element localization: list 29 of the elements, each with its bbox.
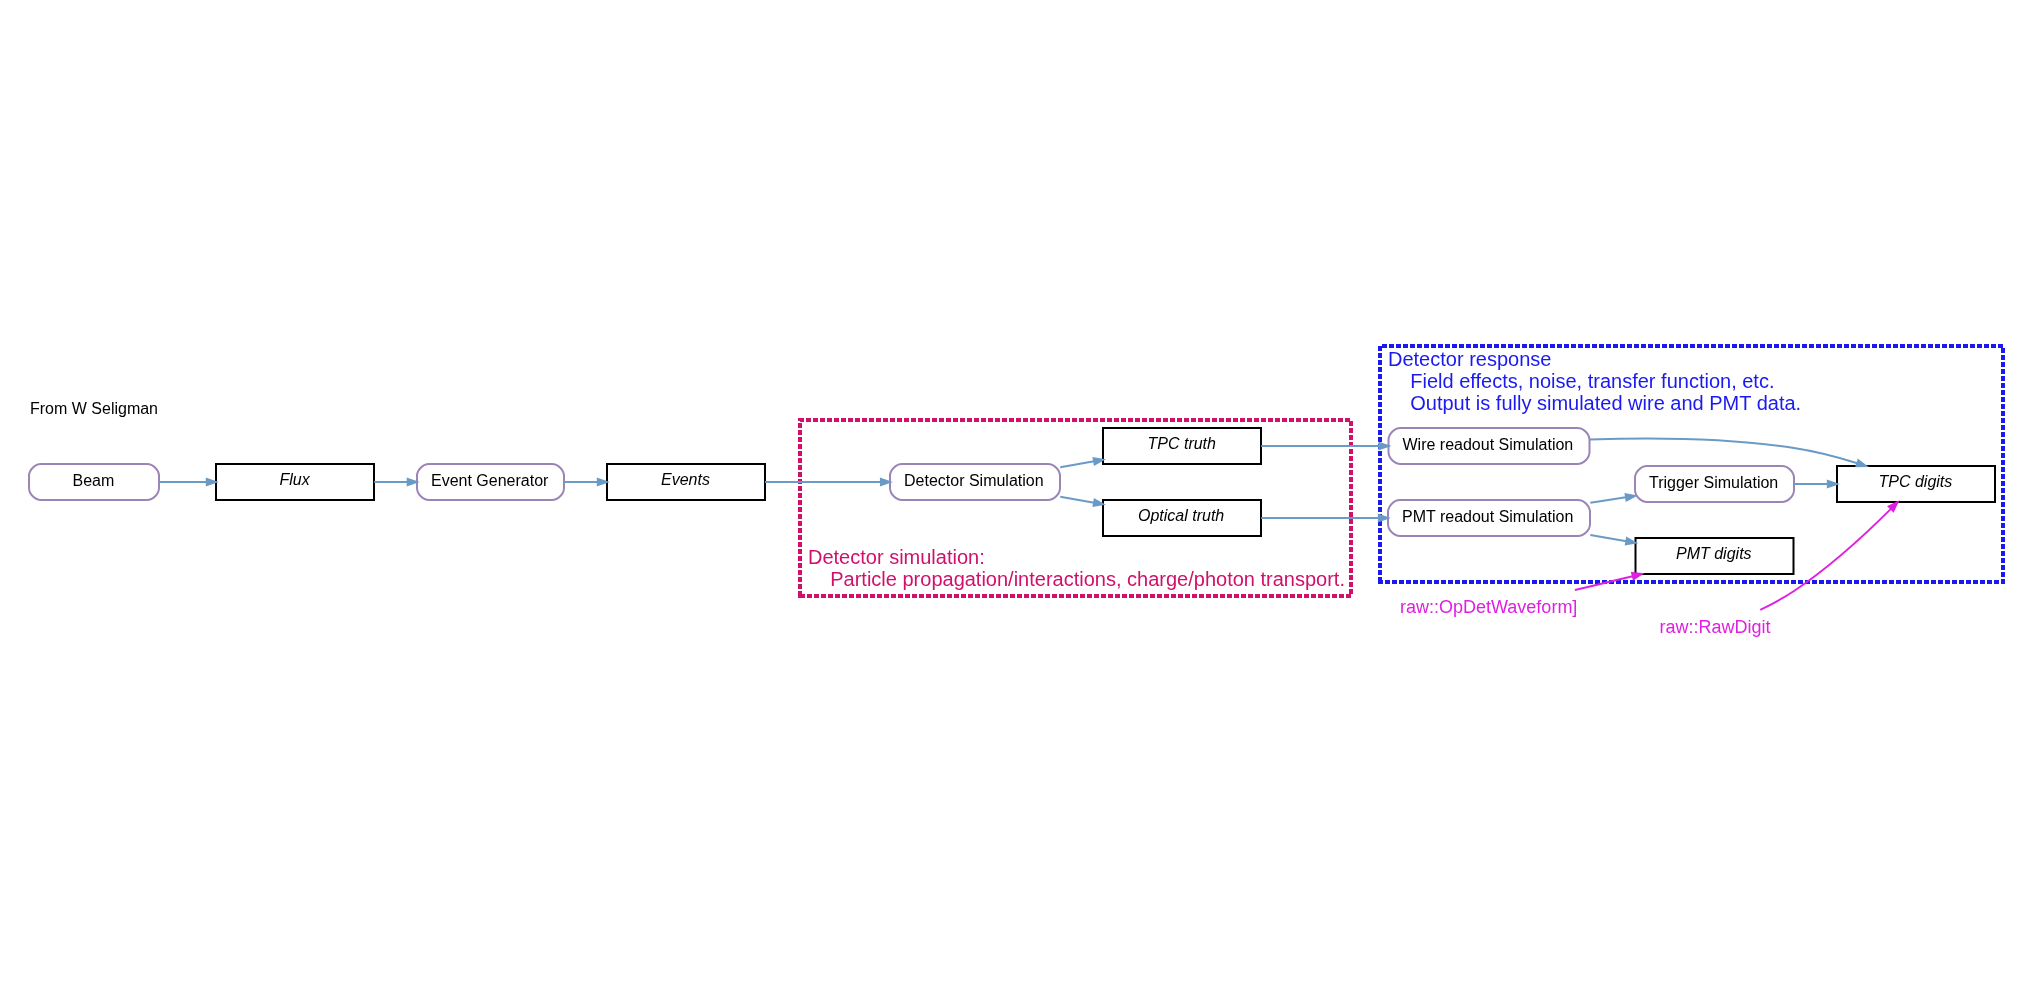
node-box: TPC digits — [1835, 464, 1996, 503]
node-box: Trigger Simulation — [1633, 464, 1795, 503]
arrow — [562, 476, 610, 487]
node-box: Optical truth — [1101, 498, 1262, 537]
arrow — [372, 476, 420, 487]
arrow — [1792, 478, 1840, 489]
arrow — [1758, 499, 1900, 611]
node-text: raw::OpDetWaveform] — [1399, 596, 1577, 617]
arrow — [157, 476, 219, 487]
arrow — [1573, 571, 1645, 591]
arrow — [1588, 437, 1869, 467]
arrow — [1588, 492, 1638, 504]
node-box: TPC truth — [1101, 426, 1262, 465]
arrow — [1259, 440, 1391, 451]
node-box: PMT digits — [1634, 536, 1794, 575]
arrow — [763, 476, 893, 487]
node-box: Event Generator — [415, 462, 565, 501]
node-box: Beam — [27, 462, 160, 501]
node-box: Flux — [214, 462, 375, 501]
node-box: PMT readout Simulation — [1386, 498, 1591, 537]
node-box: Events — [605, 462, 766, 501]
arrow — [1058, 456, 1106, 468]
label: From W Seligman — [29, 399, 158, 417]
node-box: Wire readout Simulation — [1387, 426, 1590, 465]
arrow — [1058, 495, 1106, 507]
node-box: Detector Simulation — [888, 462, 1061, 501]
node-text: raw::RawDigit — [1659, 616, 1771, 637]
arrow — [1588, 533, 1638, 546]
arrow — [1259, 512, 1391, 523]
